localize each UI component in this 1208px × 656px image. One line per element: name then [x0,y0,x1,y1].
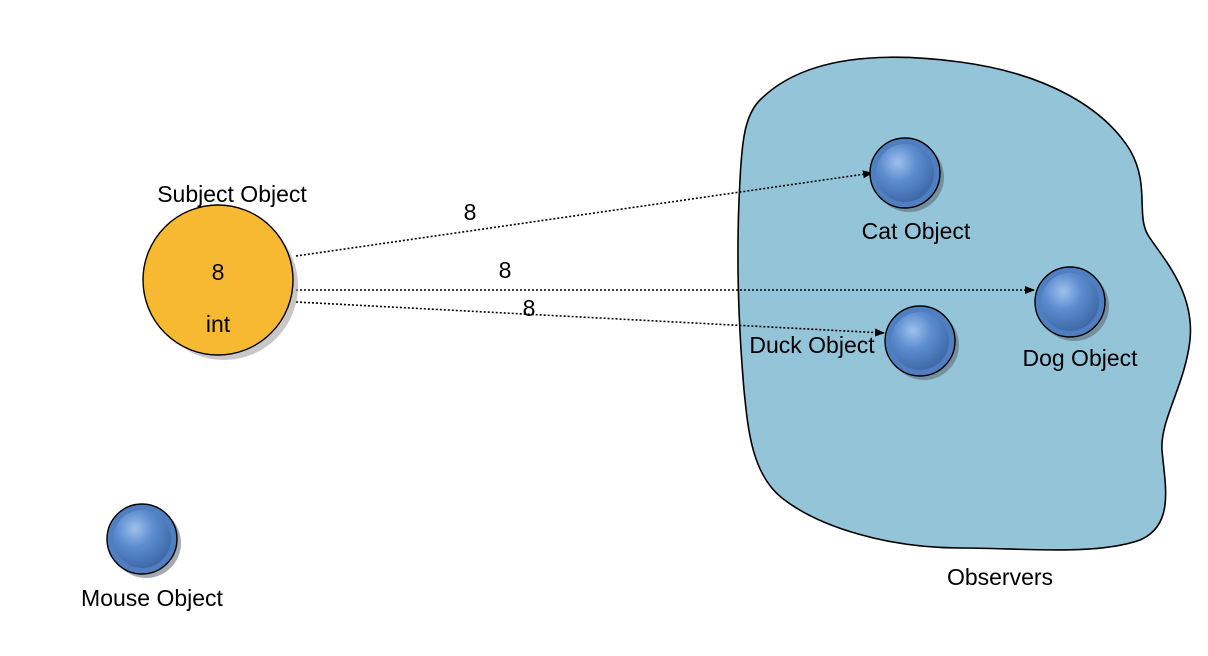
cat-object-label: Cat Object [862,218,971,244]
dog-object [1034,266,1109,341]
subject-node [142,204,294,356]
notify-message-cat: 8 [464,199,477,225]
mouse-object [106,503,181,578]
subject-title: Subject Object [157,181,307,207]
subject-type: int [206,311,231,337]
mouse-object-label: Mouse Object [81,585,224,611]
observers-group-label: Observers [947,564,1053,590]
subject-value: 8 [212,259,225,285]
dog-object-label: Dog Object [1022,345,1138,371]
notify-message-dog: 8 [499,257,512,283]
duck-object [884,305,959,380]
notify-message-duck: 8 [523,295,536,321]
notify-arrow-cat [295,170,873,257]
duck-object-label: Duck Object [749,332,875,358]
cat-object [869,137,944,212]
observers-group-shape [737,56,1192,551]
